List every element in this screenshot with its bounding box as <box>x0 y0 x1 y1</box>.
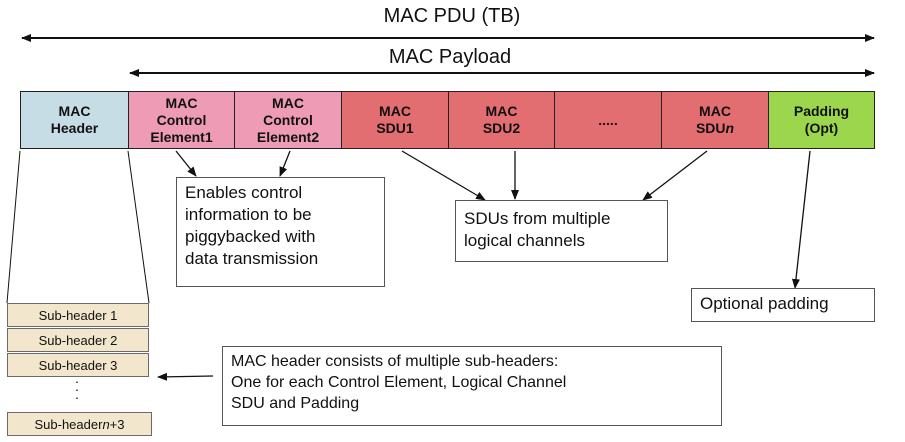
note-line: One for each Control Element, Logical Ch… <box>231 374 567 391</box>
cell-text: MAC <box>485 103 518 119</box>
cell-text: Element1 <box>150 128 213 145</box>
pdu-cell-sdu-1: MAC SDU1 <box>341 91 449 149</box>
arrow-control2 <box>279 150 291 177</box>
pdu-cell-ellipsis: ..... <box>554 91 662 149</box>
arrow-sdun <box>642 150 708 201</box>
arrow-padding <box>792 150 811 289</box>
subheader-3: Sub-header 3 <box>7 353 149 377</box>
subheader-1: Sub-header 1 <box>7 303 149 327</box>
header-note: MAC header consists of multiple sub-head… <box>222 346 722 426</box>
arrow-header-note <box>157 372 214 381</box>
cell-text: MAC <box>699 103 731 119</box>
sdu-note: SDUs from multiple logical channels <box>455 200 668 262</box>
note-line: MAC header consists of multiple sub-head… <box>231 353 559 370</box>
cell-text: SDU2 <box>482 120 521 136</box>
subheader-ellipsis: · · · <box>74 373 80 405</box>
cell-text: MAC <box>165 94 198 111</box>
arrow-sdu1 <box>401 150 486 201</box>
cell-text: MAC <box>379 103 411 119</box>
note-line: data transmission <box>185 249 319 268</box>
pdu-cell-sdu-2: MAC SDU2 <box>448 91 555 149</box>
pdu-cell-control-element-2: MAC Control Element2 <box>234 91 342 149</box>
header-expand-left <box>6 150 21 304</box>
cell-text: SDUn <box>695 120 735 136</box>
cell-text: Padding <box>793 103 850 119</box>
cell-text: Element2 <box>256 128 320 145</box>
pdu-cell-sdu-n: MAC SDUn <box>661 91 769 149</box>
pdu-cell-padding: Padding (Opt) <box>768 91 875 149</box>
note-line: Enables control <box>185 183 303 202</box>
header-expand-right <box>127 150 150 304</box>
note-line: Optional padding <box>700 294 829 313</box>
note-line: piggybacked with <box>185 227 316 246</box>
arrow-control1 <box>175 150 197 177</box>
pdu-cell-control-element-1: MAC Control Element1 <box>128 91 235 149</box>
note-line: logical channels <box>464 231 585 250</box>
note-line: information to be <box>185 205 312 224</box>
cell-text: Control <box>156 111 207 128</box>
note-line: SDUs from multiple <box>464 209 611 228</box>
cell-text: MAC <box>272 94 304 111</box>
cell-text: SDU1 <box>376 120 414 136</box>
note-line: SDU and Padding <box>231 395 360 412</box>
cell-text: MAC <box>58 103 91 119</box>
cell-text: Header <box>50 120 99 136</box>
cell-text: ..... <box>598 111 618 128</box>
cell-text: (Opt) <box>804 120 839 136</box>
control-element-note: Enables control information to be piggyb… <box>176 177 385 287</box>
subheader-last: Sub-header n+3 <box>7 412 152 436</box>
pdu-cell-mac-header: MAC Header <box>20 91 129 149</box>
mac-pdu-label: MAC PDU (TB) <box>383 5 521 27</box>
cell-text: Control <box>263 111 313 128</box>
mac-payload-label: MAC Payload <box>388 46 512 68</box>
subheader-2: Sub-header 2 <box>7 328 149 352</box>
padding-note: Optional padding <box>691 288 875 322</box>
